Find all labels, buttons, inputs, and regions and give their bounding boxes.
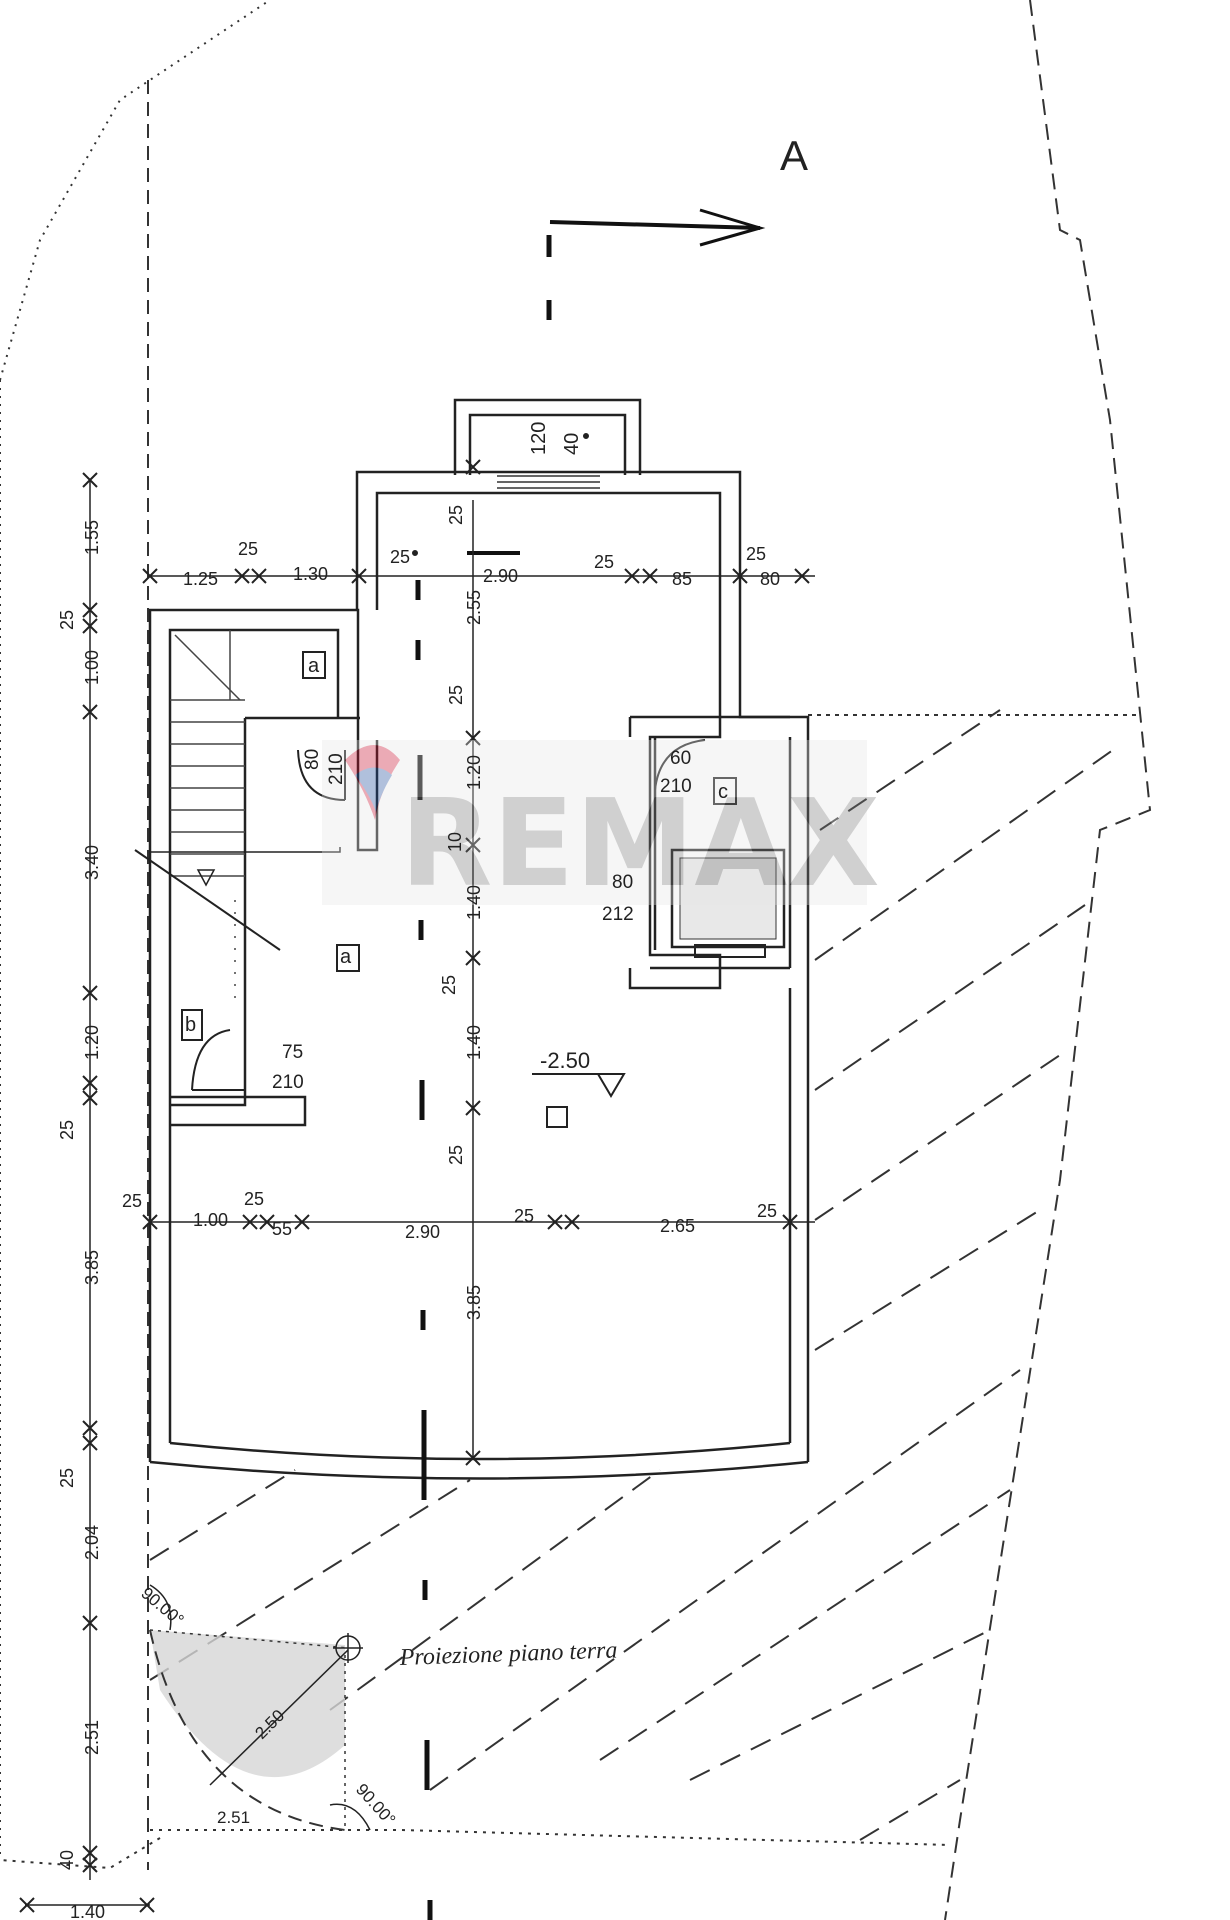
level-label: -2.50 (540, 1048, 590, 1073)
svg-text:25: 25 (446, 505, 466, 525)
svg-text:2.90: 2.90 (483, 566, 518, 586)
svg-text:85: 85 (672, 569, 692, 589)
svg-text:90.00°: 90.00° (137, 1584, 187, 1630)
svg-text:25: 25 (122, 1191, 142, 1211)
svg-text:2.51: 2.51 (217, 1808, 250, 1827)
dimension-ticks (19, 459, 810, 1913)
mid-dimension-labels: 25 1.00 25 55 2.90 25 2.65 25 (122, 1189, 777, 1242)
svg-text:40: 40 (561, 433, 583, 455)
svg-text:60: 60 (670, 748, 691, 769)
section-line (415, 208, 766, 1920)
svg-text:2.55: 2.55 (464, 590, 484, 625)
svg-text:3.85: 3.85 (464, 1285, 484, 1320)
svg-text:25: 25 (238, 539, 258, 559)
svg-text:25: 25 (57, 610, 77, 630)
svg-text:25: 25 (757, 1201, 777, 1221)
svg-text:3.40: 3.40 (82, 845, 102, 880)
svg-text:25: 25 (746, 544, 766, 564)
svg-text:80: 80 (302, 749, 323, 770)
svg-text:80: 80 (612, 872, 633, 893)
room-label-c: c (718, 781, 728, 803)
lift-shaft (670, 848, 786, 958)
watermark: RE MAX (322, 740, 880, 914)
staircase (134, 630, 281, 1000)
dimension-lines (25, 480, 815, 1906)
top-dimension-labels: 1.25 25 1.30 25 2.90 25 85 25 80 (183, 539, 780, 589)
svg-text:1.25: 1.25 (183, 569, 218, 589)
svg-text:1.20: 1.20 (82, 1025, 102, 1060)
bay-window (497, 475, 600, 489)
left-dimension-labels: 1.55 25 1.00 3.40 1.20 25 3.85 25 2.04 2… (57, 520, 105, 1920)
svg-text:1.00: 1.00 (193, 1210, 228, 1230)
svg-text:210: 210 (272, 1072, 304, 1093)
svg-text:212: 212 (602, 904, 634, 925)
svg-text:25: 25 (439, 975, 459, 995)
svg-text:1.55: 1.55 (82, 520, 102, 555)
svg-text:10: 10 (445, 832, 465, 852)
room-label-a-corridor: a (308, 655, 320, 677)
svg-text:1.30: 1.30 (293, 564, 328, 584)
turning-sector (149, 1584, 371, 1831)
svg-text:55: 55 (272, 1219, 292, 1239)
svg-text:3.85: 3.85 (82, 1250, 102, 1285)
svg-text:25: 25 (57, 1468, 77, 1488)
svg-text:25: 25 (514, 1206, 534, 1226)
inner-dimension-labels: 25 2.55 25 1.20 10 1.40 25 1.40 25 3.85 (439, 505, 484, 1320)
svg-text:120: 120 (528, 422, 550, 455)
projection-hatch (149, 709, 1121, 1841)
svg-text:2.51: 2.51 (82, 1720, 102, 1755)
svg-text:75: 75 (282, 1042, 303, 1063)
svg-text:1.40: 1.40 (464, 885, 484, 920)
svg-text:1.40: 1.40 (70, 1902, 105, 1920)
svg-text:210: 210 (660, 776, 692, 797)
svg-text:2.90: 2.90 (405, 1222, 440, 1242)
door-dims: 80 210 60 210 80 212 75 210 (272, 748, 692, 1093)
svg-text:1.20: 1.20 (464, 755, 484, 790)
svg-text:25: 25 (446, 1145, 466, 1165)
svg-text:1.40: 1.40 (464, 1025, 484, 1060)
walls (148, 398, 810, 1480)
svg-text:1.00: 1.00 (82, 650, 102, 685)
svg-text:40: 40 (57, 1850, 77, 1870)
svg-text:210: 210 (326, 753, 347, 785)
room-markers (181, 433, 737, 1128)
svg-text:80: 80 (760, 569, 780, 589)
site-boundary (0, 0, 1152, 1920)
svg-text:25: 25 (244, 1189, 264, 1209)
svg-text:2.65: 2.65 (660, 1216, 695, 1236)
room-label-b: b (185, 1014, 196, 1036)
door-swings (191, 739, 706, 1091)
svg-text:25: 25 (57, 1120, 77, 1140)
projection-caption: Proiezione piano terra (398, 1637, 618, 1671)
watermark-re: RE (400, 775, 574, 914)
window-dims: 120 40 (528, 422, 583, 455)
svg-text:90.00°: 90.00° (352, 1780, 399, 1829)
svg-text:25: 25 (390, 547, 410, 567)
svg-text:25: 25 (594, 552, 614, 572)
room-label-a-upper: a (340, 946, 352, 968)
section-marker: A (780, 132, 808, 179)
svg-text:25: 25 (446, 685, 466, 705)
svg-text:2.04: 2.04 (82, 1525, 102, 1560)
watermark-max: MAX (575, 775, 880, 914)
